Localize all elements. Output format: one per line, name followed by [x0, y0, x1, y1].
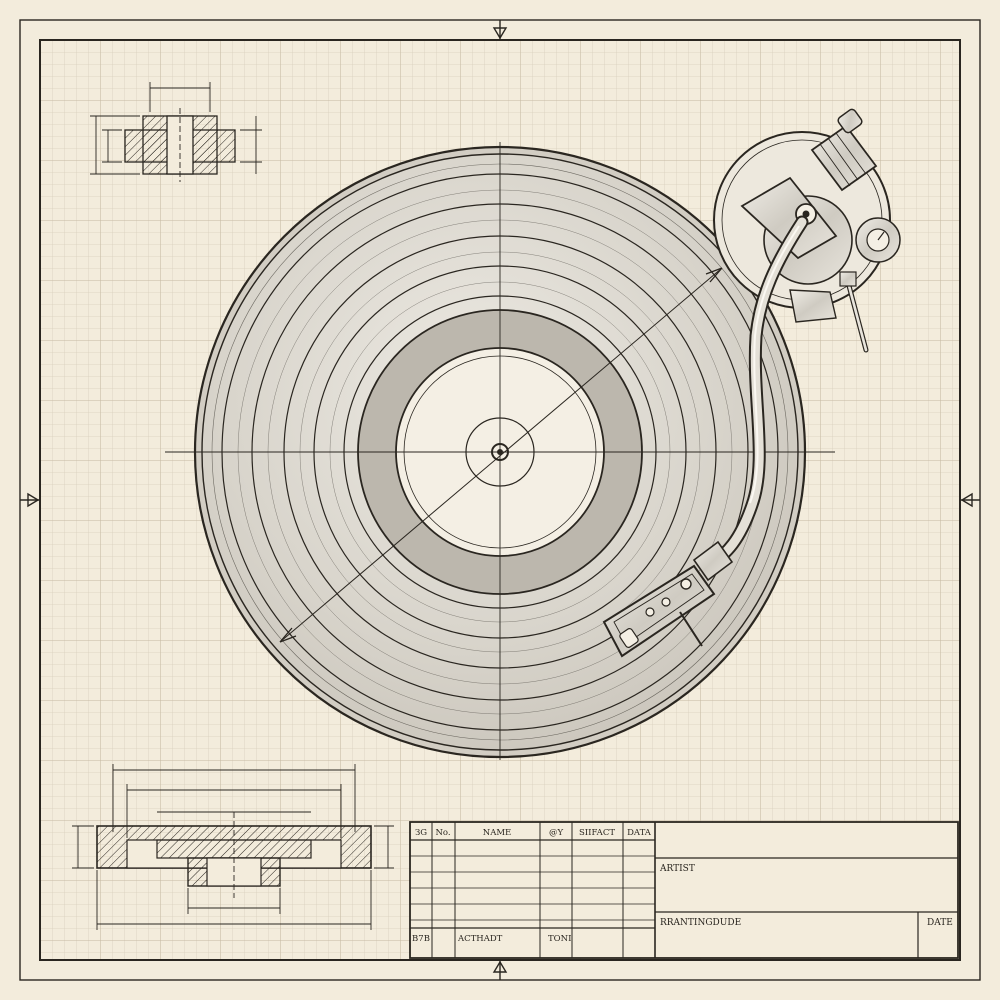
counterweight-icon	[810, 108, 878, 192]
spindle-detail-drawing	[90, 82, 262, 182]
rranting-label: RRANTINGDUDE	[660, 918, 741, 928]
header-cell-2: No.	[435, 828, 450, 838]
artist-label: ARTIST	[659, 864, 695, 874]
footer-cell-2: ACTHADT	[457, 934, 503, 944]
platter-section-drawing	[72, 764, 394, 930]
header-cell-4: @Y	[549, 828, 564, 838]
headshell-icon	[602, 564, 716, 658]
header-cell-6: DATA	[627, 828, 652, 838]
title-block: ЗG No. NAME @Y SIIFACT DATA B7B ACTHADT …	[409, 821, 959, 959]
header-cell-5: SIIFACT	[579, 828, 615, 838]
date-label: DATE	[927, 918, 953, 928]
footer-cell-1: B7B	[412, 934, 430, 944]
header-cell-1: ЗG	[415, 828, 427, 838]
tonearm-icon	[602, 108, 901, 658]
centre-lines	[165, 142, 835, 760]
header-cell-3: NAME	[483, 828, 511, 838]
footer-cell-3: TONI	[548, 934, 571, 944]
triangle-arrow-icon	[20, 20, 980, 980]
